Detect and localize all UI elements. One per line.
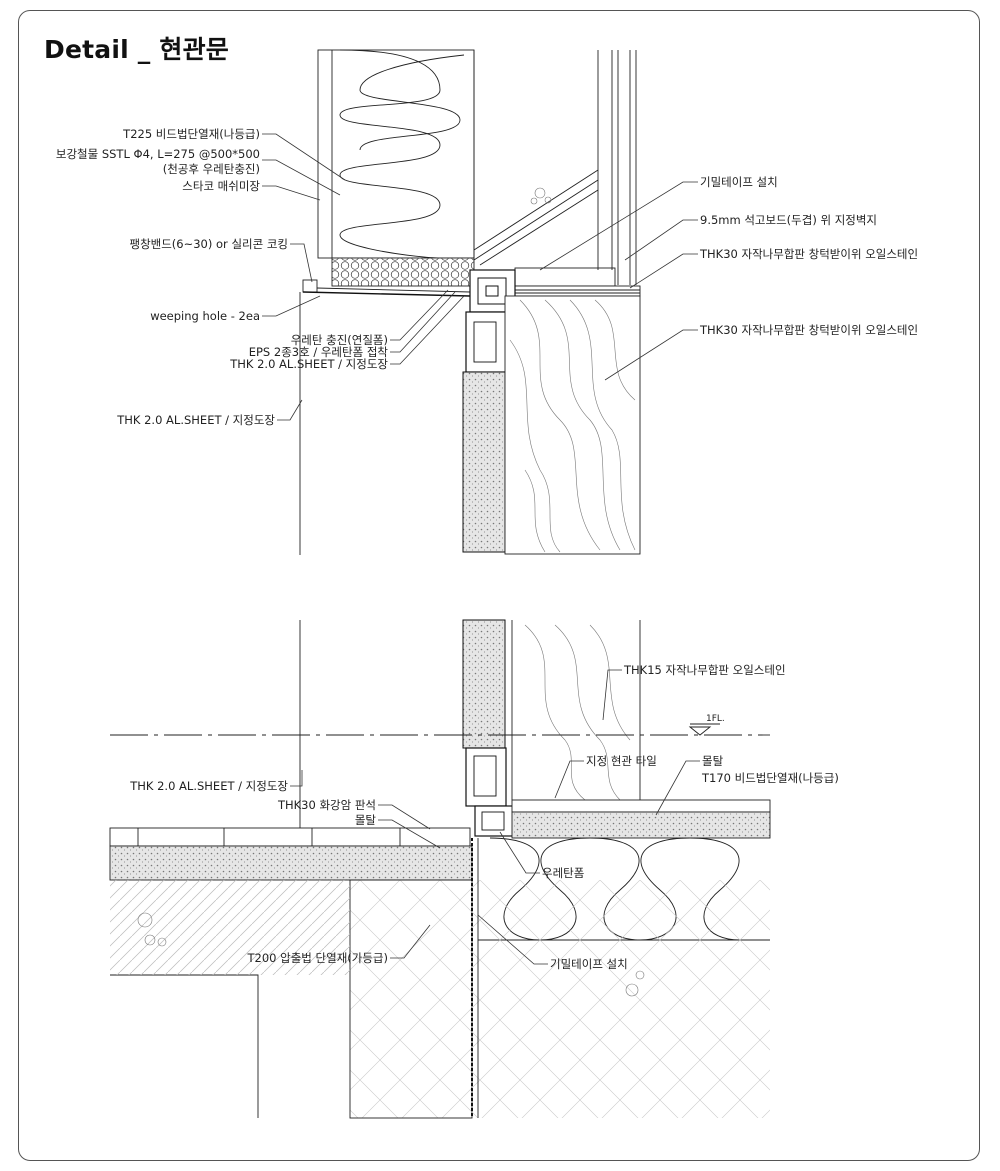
label-al-sheet-a: THK 2.0 AL.SHEET / 지정도장: [229, 357, 388, 371]
label-birch-sill-a: THK30 자작나무합판 창턱받이위 오일스테인: [699, 247, 918, 261]
label-insulation-t225: T225 비드법단열재(나등급): [122, 127, 260, 141]
label-mortar-exterior: 몰탈: [355, 813, 377, 827]
label-reinforcement-note: (천공후 우레탄충진): [163, 162, 260, 176]
drawing-frame: [18, 10, 980, 1161]
label-expansion-band: 팽창밴드(6~30) or 실리콘 코킹: [129, 237, 288, 251]
page-title: Detail _ 현관문: [44, 35, 229, 64]
label-xps-t200: T200 압출법 단열재(가등급): [247, 951, 388, 965]
label-urethane-fill: 우레탄 충진(연질폼): [291, 333, 388, 347]
label-insulation-t170: T170 비드법단열재(나등급): [701, 771, 839, 785]
label-floor-level: 1FL.: [706, 714, 725, 724]
label-airtight-tape-bottom: 기밀테이프 설치: [550, 957, 628, 971]
label-urethane-foam: 우레탄폼: [542, 866, 584, 880]
top-labels: T225 비드법단열재(나등급) 보강철물 SSTL Φ4, L=275 @50…: [56, 127, 918, 427]
label-birch-thk15: THK15 자작나무합판 오일스테인: [623, 663, 786, 677]
label-reinforcement: 보강철물 SSTL Φ4, L=275 @500*500: [56, 147, 260, 161]
label-gypsum-board: 9.5mm 석고보드(두겹) 위 지정벽지: [700, 213, 877, 227]
label-weeping-hole: weeping hole - 2ea: [150, 309, 260, 323]
label-granite-stone: THK30 화강암 판석: [277, 798, 376, 812]
label-airtight-tape-top: 기밀테이프 설치: [700, 175, 778, 189]
leader-lines: [262, 133, 700, 965]
label-stucco: 스타코 매쉬미장: [182, 179, 260, 193]
label-al-sheet-bottom: THK 2.0 AL.SHEET / 지정도장: [129, 779, 288, 793]
label-mortar-interior: 몰탈: [702, 754, 724, 768]
label-al-sheet-b: THK 2.0 AL.SHEET / 지정도장: [116, 413, 275, 427]
bottom-labels: THK15 자작나무합판 오일스테인 1FL. THK 2.0 AL.SHEET…: [129, 663, 839, 971]
bottom-detail: [109, 619, 771, 1119]
top-detail: [299, 49, 641, 555]
label-birch-sill-b: THK30 자작나무합판 창턱받이위 오일스테인: [699, 323, 918, 337]
label-entrance-tile: 지정 현관 타일: [586, 754, 657, 768]
label-eps-bond: EPS 2종3호 / 우레탄폼 접착: [249, 345, 389, 359]
